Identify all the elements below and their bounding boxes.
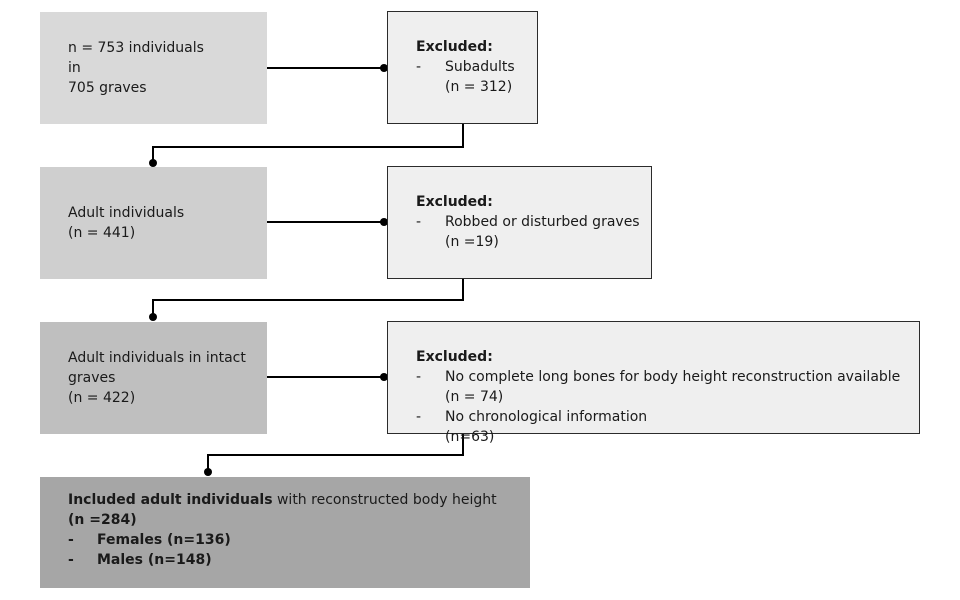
final-title-bold: Included adult individuals bbox=[68, 492, 273, 508]
excluded-item-text: Subadults bbox=[445, 59, 515, 75]
step-text: graves bbox=[68, 370, 116, 386]
final-item-text: Females (n=136) bbox=[97, 532, 231, 548]
bullet-dash: - bbox=[68, 552, 74, 568]
excluded-box-robbed-graves: Excluded: - Robbed or disturbed graves (… bbox=[387, 166, 652, 279]
excluded-heading: Excluded: bbox=[416, 39, 493, 55]
bullet-dash: - bbox=[416, 369, 422, 385]
step-text: (n = 422) bbox=[68, 390, 136, 406]
excluded-item: - Robbed or disturbed graves bbox=[416, 212, 651, 232]
step-intact-graves: Adult individuals in intact graves (n = … bbox=[40, 322, 267, 434]
step-text: in bbox=[68, 60, 81, 76]
excluded-item-count: (n = 74) bbox=[445, 389, 504, 405]
step-total-individuals: n = 753 individuals in 705 graves bbox=[40, 12, 267, 124]
final-title: Included adult individuals with reconstr… bbox=[68, 490, 530, 510]
step-text: Adult individuals bbox=[68, 205, 185, 221]
excluded-heading: Excluded: bbox=[416, 194, 493, 210]
excluded-item: - No complete long bones for body height… bbox=[416, 367, 919, 387]
excluded-item: - No chronological information bbox=[416, 407, 919, 427]
final-item: - Females (n=136) bbox=[68, 530, 530, 550]
step-adult-individuals: Adult individuals (n = 441) bbox=[40, 167, 267, 279]
step-text: 705 graves bbox=[68, 80, 147, 96]
final-count: (n =284) bbox=[68, 512, 137, 528]
excluded-item-text: Robbed or disturbed graves bbox=[445, 214, 640, 230]
excluded-heading: Excluded: bbox=[416, 349, 493, 365]
excluded-item-count: (n = 312) bbox=[445, 79, 513, 95]
bullet-dash: - bbox=[416, 214, 422, 230]
final-included-box: Included adult individuals with reconstr… bbox=[40, 477, 530, 588]
excluded-box-missing-data: Excluded: - No complete long bones for b… bbox=[387, 321, 920, 445]
excluded-box-subadults: Excluded: - Subadults (n = 312) bbox=[387, 11, 538, 124]
excluded-item-count: (n =19) bbox=[445, 234, 499, 250]
bullet-dash: - bbox=[68, 532, 74, 548]
step-text: Adult individuals in intact bbox=[68, 350, 246, 366]
final-title-rest: with reconstructed body height bbox=[272, 492, 497, 508]
step-text: (n = 441) bbox=[68, 225, 136, 241]
excluded-item-count: (n=63) bbox=[445, 429, 495, 445]
step-text: n = 753 individuals bbox=[68, 40, 204, 56]
excluded-item-text: No complete long bones for body height r… bbox=[445, 369, 901, 385]
final-item: - Males (n=148) bbox=[68, 550, 530, 570]
final-item-text: Males (n=148) bbox=[97, 552, 212, 568]
bullet-dash: - bbox=[416, 59, 422, 75]
excluded-item: - Subadults bbox=[416, 57, 537, 77]
bullet-dash: - bbox=[416, 409, 422, 425]
excluded-item-text: No chronological information bbox=[445, 409, 648, 425]
